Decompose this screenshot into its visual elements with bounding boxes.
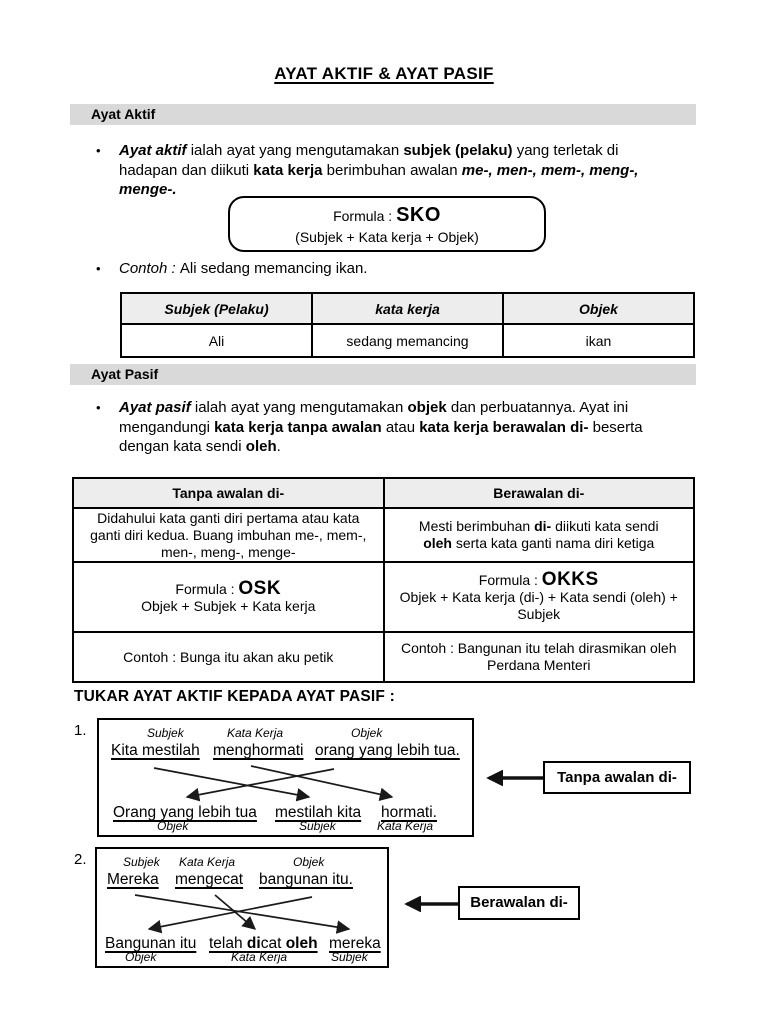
- label-subjek: Subjek: [147, 726, 184, 740]
- table-cell: Formula : OKKS Objek + Kata kerja (di-) …: [382, 561, 695, 633]
- label-subjek: Subjek: [299, 819, 336, 833]
- table-header-cell: kata kerja: [311, 292, 504, 325]
- example-1-number: 1.: [74, 722, 87, 739]
- passive-phrase: mestilah kita: [275, 804, 362, 821]
- table-row: Ali sedang memancing ikan: [120, 323, 695, 358]
- table-cell: Didahului kata ganti diri pertama atau k…: [72, 507, 385, 563]
- arrow-left-icon: [486, 770, 545, 786]
- table-header-row: Tanpa awalan di- Berawalan di-: [72, 477, 695, 509]
- table-cell: Ali: [120, 323, 313, 358]
- label-kata-kerja: Kata Kerja: [227, 726, 284, 740]
- bullet-icon: •: [96, 143, 101, 158]
- passive-phrase: Bangunan itu: [105, 935, 197, 952]
- transformation-arrows-icon: [153, 765, 394, 802]
- formula-osk-expansion: Objek + Subjek + Kata kerja: [141, 597, 316, 614]
- active-phrase: menghormati: [213, 742, 304, 759]
- page-title: AYAT AKTIF & AYAT PASIF: [274, 64, 494, 83]
- table-row: Formula : OSK Objek + Subjek + Kata kerj…: [72, 561, 695, 633]
- section-header-ayat-pasif: Ayat Pasif: [70, 364, 696, 385]
- ayat-pasif-definition: • Ayat pasif ialah ayat yang mengutamaka…: [96, 398, 684, 457]
- active-phrase: orang yang lebih tua.: [315, 742, 460, 759]
- passive-phrase: hormati.: [381, 804, 437, 821]
- pasif-comparison-table: Tanpa awalan di- Berawalan di- Didahului…: [72, 477, 695, 683]
- table-cell: sedang memancing: [311, 323, 504, 358]
- formula-okks-line: Formula : OKKS: [478, 569, 599, 590]
- example-1-box: Subjek Kata Kerja Objek Kita mestilah me…: [97, 718, 474, 837]
- table-row: Contoh : Bunga itu akan aku petik Contoh…: [72, 631, 695, 683]
- label-kata-kerja: Kata Kerja: [231, 950, 288, 964]
- label-objek: Objek: [125, 950, 157, 964]
- ayat-aktif-example: • Contoh : Ali sedang memancing ikan.: [96, 259, 668, 279]
- table-cell: ikan: [502, 323, 695, 358]
- ayat-aktif-definition-text: Ayat aktif ialah ayat yang mengutamakan …: [119, 142, 639, 198]
- table-header-cell: Tanpa awalan di-: [72, 477, 385, 509]
- table-cell: Contoh : Bunga itu akan aku petik: [72, 631, 385, 683]
- ayat-aktif-definition: • Ayat aktif ialah ayat yang mengutamaka…: [96, 141, 668, 200]
- label-objek: Objek: [293, 855, 325, 869]
- label-objek: Objek: [351, 726, 383, 740]
- active-phrase: bangunan itu.: [259, 871, 353, 888]
- label-objek: Objek: [157, 819, 189, 833]
- callout-berawalan: Berawalan di-: [458, 886, 580, 920]
- arrow-left-icon: [404, 896, 459, 912]
- formula-okks-expansion: Objek + Kata kerja (di-) + Kata sendi (o…: [399, 589, 678, 622]
- bullet-icon: •: [96, 400, 101, 415]
- ayat-aktif-example-text: Contoh : Ali sedang memancing ikan.: [119, 260, 368, 277]
- section-header-ayat-aktif: Ayat Aktif: [70, 104, 696, 125]
- formula-sko-expansion: (Subjek + Kata kerja + Objek): [295, 229, 479, 245]
- table-row: Didahului kata ganti diri pertama atau k…: [72, 507, 695, 563]
- table-header-cell: Subjek (Pelaku): [120, 292, 313, 325]
- active-phrase: Kita mestilah: [111, 742, 200, 759]
- active-phrase: mengecat: [175, 871, 244, 888]
- active-phrase: Mereka: [107, 871, 159, 888]
- bullet-icon: •: [96, 261, 101, 276]
- sko-table: Subjek (Pelaku) kata kerja Objek Ali sed…: [120, 292, 695, 358]
- table-header-row: Subjek (Pelaku) kata kerja Objek: [120, 292, 695, 325]
- formula-sko-box: Formula : SKO (Subjek + Kata kerja + Obj…: [228, 196, 546, 252]
- label-kata-kerja: Kata Kerja: [377, 819, 434, 833]
- ayat-pasif-definition-text: Ayat pasif ialah ayat yang mengutamakan …: [119, 399, 643, 455]
- table-cell: Formula : OSK Objek + Subjek + Kata kerj…: [72, 561, 385, 633]
- label-kata-kerja: Kata Kerja: [179, 855, 236, 869]
- label-subjek: Subjek: [331, 950, 368, 964]
- transformation-arrows-icon: [134, 894, 351, 934]
- formula-osk-line: Formula : OSK: [175, 577, 282, 599]
- tukar-heading: TUKAR AYAT AKTIF KEPADA AYAT PASIF :: [74, 688, 395, 705]
- example-2-number: 2.: [74, 851, 87, 868]
- label-subjek: Subjek: [123, 855, 160, 869]
- table-cell: Contoh : Bangunan itu telah dirasmikan o…: [382, 631, 695, 683]
- passive-phrase: Orang yang lebih tua: [113, 804, 257, 821]
- table-header-cell: Objek: [502, 292, 695, 325]
- example-2-box: Subjek Kata Kerja Objek Mereka mengecat …: [95, 847, 389, 968]
- passive-phrase: telah dicat oleh: [209, 935, 318, 952]
- table-header-cell: Berawalan di-: [382, 477, 695, 509]
- table-cell: Mesti berimbuhan di- diikuti kata sendi …: [382, 507, 695, 563]
- callout-tanpa-awalan: Tanpa awalan di-: [543, 761, 691, 794]
- passive-phrase: mereka: [329, 935, 381, 952]
- formula-sko-line: Formula : SKO: [333, 204, 441, 226]
